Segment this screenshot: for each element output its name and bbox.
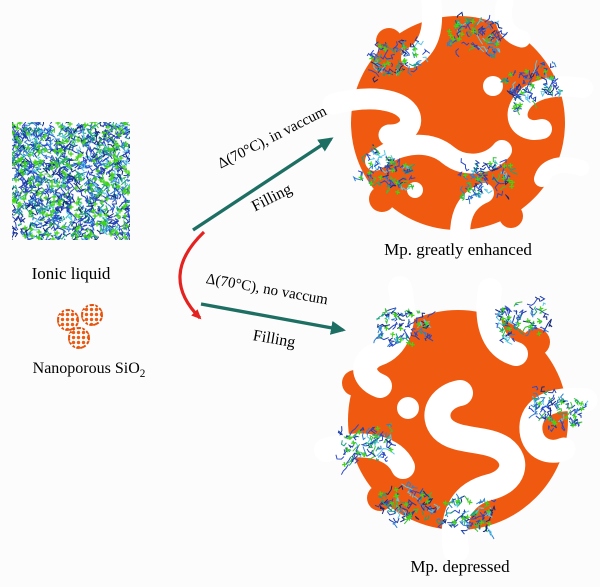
porous-sphere-bottom-svg	[314, 276, 598, 563]
nanoporous-silica-particles	[55, 301, 111, 353]
filled-silica-sphere-bottom	[314, 276, 598, 563]
nanoporous-silica-label-subscript: 2	[139, 368, 146, 381]
pore-channels	[314, 276, 598, 563]
molecular-cluster	[374, 480, 441, 529]
silica-nanoparticle	[57, 309, 79, 331]
silica-nanoparticle	[81, 304, 103, 326]
nanoporous-silica-label: Nanoporous SiO2	[0, 360, 178, 380]
pore-holes	[397, 397, 419, 419]
bottom-process-arrow	[200, 302, 346, 335]
molecular-cluster	[335, 422, 397, 475]
molecular-cluster	[352, 144, 417, 196]
top-result-label: Mp. greatly enhanced	[384, 240, 532, 259]
combine-arrow-curve	[178, 230, 206, 320]
molecular-cluster	[366, 35, 431, 83]
pore-holes	[407, 76, 503, 198]
ionic-liquid-structure-image	[12, 122, 130, 240]
bottom-result-label: Mp. depressed	[410, 557, 510, 576]
combine-arrow	[178, 230, 206, 320]
ionic-liquid-label: Ionic liquid	[31, 264, 111, 283]
molecular-cluster	[493, 295, 553, 345]
top-process-arrow	[192, 137, 334, 232]
molecular-cluster	[373, 306, 436, 348]
molecular-cluster	[436, 492, 497, 540]
molecular-cluster	[500, 60, 563, 116]
molecular-cluster	[526, 385, 589, 435]
molecular-cluster	[457, 157, 518, 205]
top-arrow-shaft	[192, 137, 334, 232]
nanoporous-silica-label-text: Nanoporous SiO	[32, 360, 140, 377]
bottom-arrow-shaft	[200, 302, 346, 335]
silica-nanoparticle	[68, 327, 90, 349]
molecular-cluster	[446, 11, 508, 59]
filled-silica-sphere-top	[322, 0, 593, 260]
